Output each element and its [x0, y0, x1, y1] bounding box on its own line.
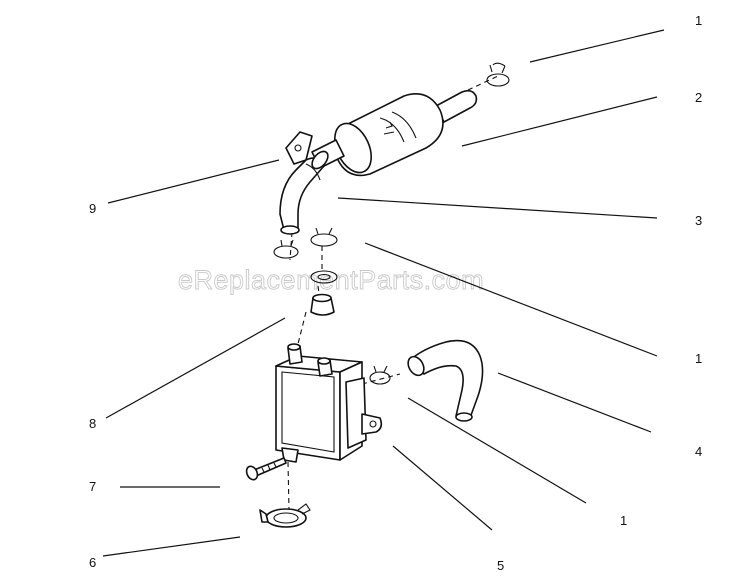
leader-lines — [102, 29, 665, 557]
callout-6: 6 — [89, 555, 96, 570]
callout-8: 8 — [89, 416, 96, 431]
fuel-filter-icon — [311, 89, 478, 177]
fuel-pump-icon — [275, 343, 383, 463]
callout-labels: 1 2 3 1 4 1 5 6 7 8 9 — [89, 13, 702, 573]
callout-1-bottom: 1 — [620, 513, 627, 528]
grommet-icon — [310, 293, 335, 316]
callout-1-top: 1 — [695, 13, 702, 28]
callout-5: 5 — [497, 558, 504, 573]
fuel-hose-elbow-icon — [407, 339, 484, 422]
bracket-icon — [285, 131, 313, 165]
hose-clamp-icon — [369, 365, 391, 385]
clamp-icon — [259, 503, 311, 528]
screw-icon — [245, 457, 287, 481]
callout-7: 7 — [89, 479, 96, 494]
callout-2: 2 — [695, 90, 702, 105]
callout-1-middle: 1 — [695, 351, 702, 366]
hose-clamp-icon — [486, 62, 510, 87]
washer-icon — [273, 227, 338, 284]
watermark-text: eReplacementParts.com — [178, 265, 484, 295]
fuel-hose-icon — [279, 150, 329, 235]
callout-9: 9 — [89, 201, 96, 216]
callout-4: 4 — [695, 444, 702, 459]
callout-3: 3 — [695, 213, 702, 228]
